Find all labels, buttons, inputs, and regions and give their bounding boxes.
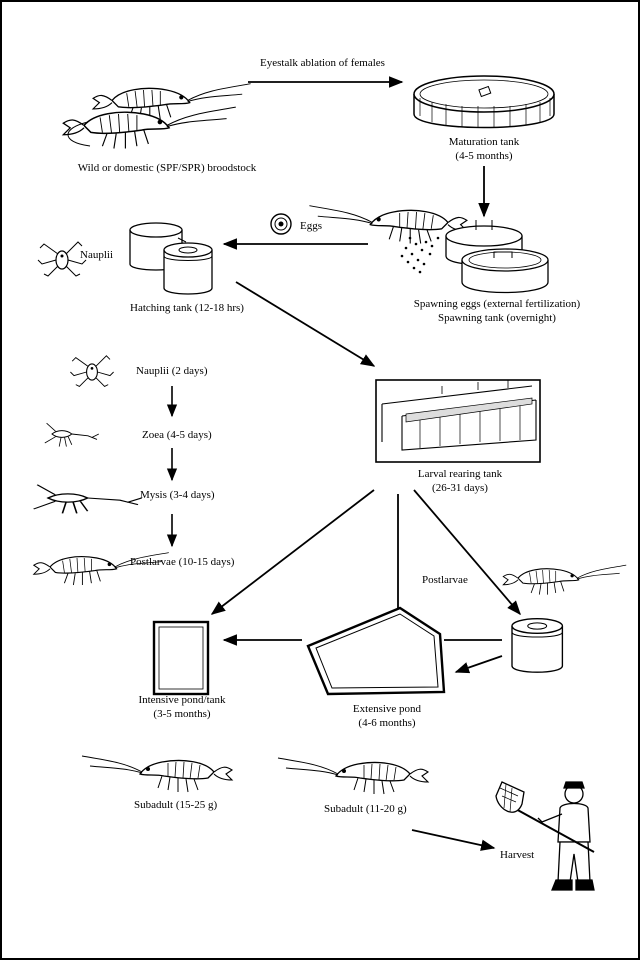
arrow-to-harvest [411, 829, 496, 851]
node-eggs-label: Eggs [300, 220, 322, 232]
spawning-tank-icon [445, 220, 549, 294]
node-spawning-eggs-label: Spawning eggs (external fertilization) [413, 298, 581, 310]
intensive-pond-icon [152, 620, 210, 696]
node-subadult-intensive-label: Subadult (15-25 g) [134, 799, 218, 811]
node-larval-rearing-time: (26-31 days) [432, 482, 488, 494]
larval-stage-mysis-icon [32, 483, 143, 515]
larval-stage-zoea-icon [44, 422, 100, 448]
subadult-extensive-shrimp-icon [277, 757, 429, 795]
node-postlarvae-label: Postlarvae [422, 574, 468, 586]
arrow-bucket-to-extensive [454, 655, 503, 674]
arrow-larval-to-bucket [413, 489, 521, 616]
node-subadult-extensive-label: Subadult (11-20 g) [324, 803, 407, 815]
edge-label-eyestalk: Eyestalk ablation of females [260, 57, 385, 69]
larval-stage-label-mysis: Mysis (3-4 days) [140, 489, 215, 501]
larval-stage-label-zoea: Zoea (4-5 days) [142, 429, 212, 441]
arrow-hatching-to-larval [235, 281, 376, 367]
node-harvest-label: Harvest [500, 849, 535, 861]
node-larval-rearing-label: Larval rearing tank [417, 468, 503, 480]
node-spawning-tank-label: Spawning tank (overnight) [438, 312, 556, 324]
maturation-tank-icon [413, 75, 555, 129]
postlarvae-bucket-icon [511, 617, 564, 673]
nauplius-icon [37, 241, 87, 277]
node-hatching-tank-label: Hatching tank (12-18 hrs) [130, 302, 244, 314]
arrow-larval-to-intensive [210, 489, 375, 615]
node-intensive-time: (3-5 months) [153, 708, 211, 720]
extensive-pond-icon [306, 606, 446, 696]
broodstock-antenna [67, 121, 91, 147]
egg-dots [400, 236, 440, 274]
hatching-tank-icon [129, 222, 213, 295]
larval-rearing-tank-icon [375, 379, 541, 463]
larval-stage-nauplius-icon [69, 355, 115, 387]
larval-stage-label-postlarvae: Postlarvae (10-15 days) [130, 556, 235, 568]
harvest-worker-icon [495, 781, 595, 891]
larval-stage-label-nauplii: Nauplii (2 days) [136, 365, 208, 377]
spawning-shrimp [308, 205, 468, 245]
node-intensive-pond-label: Intensive pond/tank [138, 694, 226, 706]
postlarvae-shrimp-icon [502, 564, 627, 596]
node-maturation-tank-label: Maturation tank [448, 136, 520, 148]
eggs-icon [270, 213, 292, 235]
node-maturation-time: (4-5 months) [455, 150, 513, 162]
node-broodstock-label: Wild or domestic (SPF/SPR) broodstock [77, 162, 257, 174]
node-extensive-time: (4-6 months) [358, 717, 416, 729]
subadult-intensive-shrimp-icon [81, 755, 233, 793]
node-nauplii-label: Nauplii [80, 249, 113, 261]
node-extensive-pond-label: Extensive pond [352, 703, 422, 715]
